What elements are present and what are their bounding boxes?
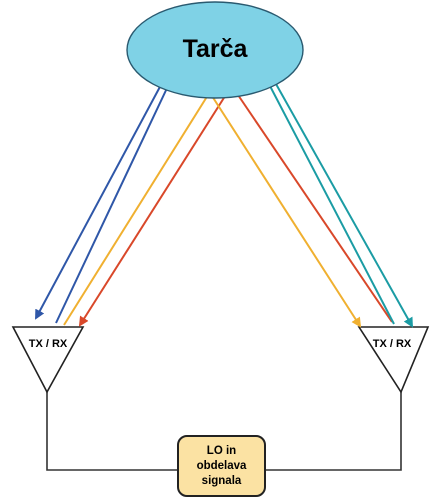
ray-orange-left — [63, 94, 209, 326]
right-wire — [266, 392, 402, 471]
ray-teal-1 — [269, 85, 395, 325]
right-antenna — [357, 326, 430, 394]
target-ellipse — [126, 1, 304, 99]
ray-blue-1 — [35, 82, 163, 320]
ray-teal-2 — [275, 83, 413, 328]
ray-orange-right — [211, 95, 362, 328]
processing-label: LO in obdelava signala — [196, 444, 247, 487]
ray-red-right — [235, 91, 393, 323]
ray-red-left — [78, 92, 228, 327]
processing-box: LO in obdelava signala — [177, 435, 266, 497]
left-antenna — [11, 326, 85, 394]
ray-blue-2 — [55, 85, 169, 324]
left-wire — [46, 392, 177, 471]
